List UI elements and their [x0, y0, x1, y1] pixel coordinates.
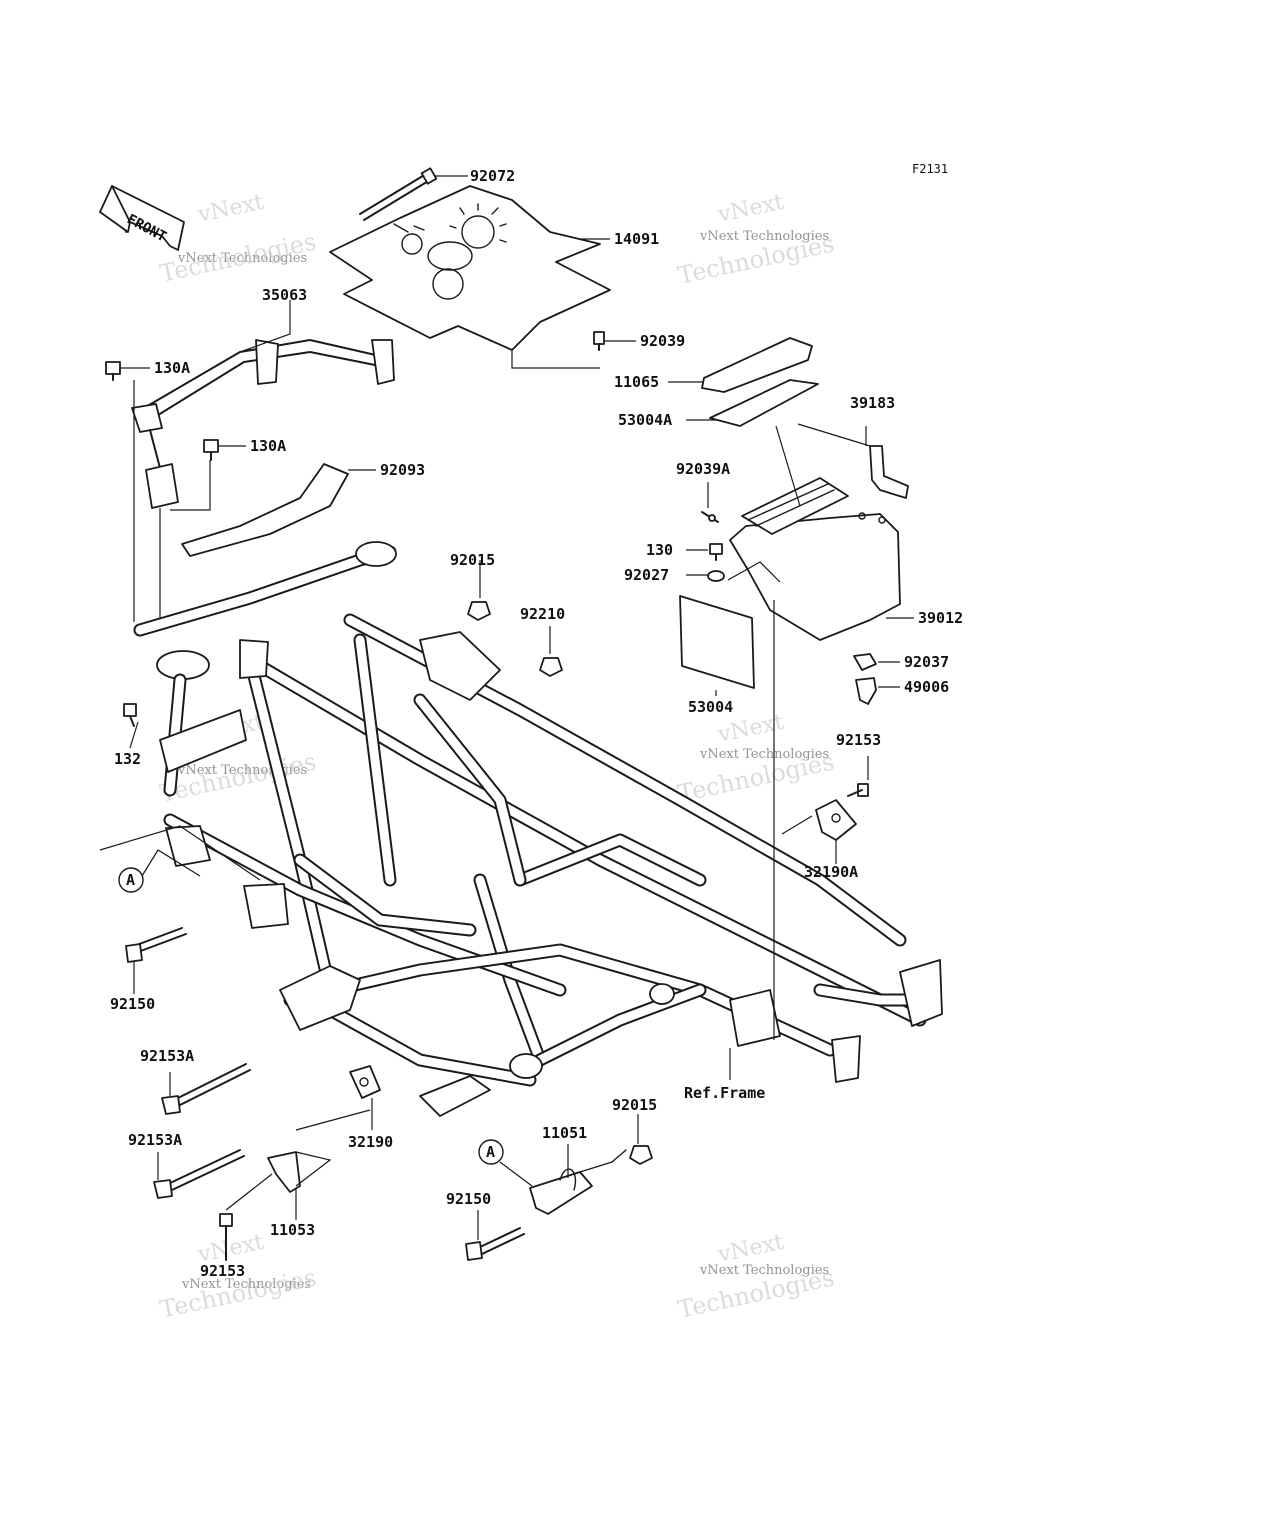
svg-text:vNext Technologies: vNext Technologies: [181, 1277, 311, 1292]
nut-92015-1: [467, 578, 491, 621]
pad-92093: [181, 463, 349, 557]
clip-92037: [853, 653, 877, 671]
bolt-130: [709, 543, 723, 561]
callout-92072: 92072: [470, 167, 515, 185]
callout-ref-frame: Ref.Frame: [684, 1084, 765, 1102]
plate-32190: [349, 1065, 381, 1099]
sheet-53004A: [709, 379, 819, 427]
leader-lines: [99, 175, 914, 1258]
callout-A-1: A: [126, 871, 135, 889]
callout-14091: 14091: [614, 230, 659, 248]
callout-53004A: 53004A: [618, 411, 672, 429]
bolt-92153A-1: [161, 1063, 251, 1115]
figure-code: F2131: [912, 162, 948, 176]
callout-11065: 11065: [614, 373, 659, 391]
callout-92093: 92093: [380, 461, 425, 479]
callout-92153A-2: 92153A: [128, 1131, 182, 1149]
sheet-53004: [679, 595, 755, 689]
callout-130: 130: [646, 541, 673, 559]
callout-92150-1: 92150: [110, 995, 155, 1013]
callout-39183: 39183: [850, 394, 895, 412]
cap-49006: [855, 677, 877, 705]
bolt-130A-1: [105, 361, 121, 381]
reference-marker-a-1: [118, 867, 144, 893]
bolt-92153A-2: [153, 1149, 245, 1199]
callout-92015-1: 92015: [450, 551, 495, 569]
nut-92210: [539, 626, 563, 677]
bracket-39183: [869, 445, 909, 499]
pad-11065: [701, 337, 813, 393]
bolt-92153-1: [847, 783, 869, 797]
callout-130A-2: 130A: [250, 437, 286, 455]
bolt-92150-2: [465, 1227, 525, 1261]
svg-text:vNext: vNext: [195, 190, 266, 228]
bolt-92039A: [701, 511, 719, 523]
washer-92027: [707, 570, 725, 582]
callout-92027: 92027: [624, 566, 669, 584]
callout-39012: 39012: [918, 609, 963, 627]
watermark-bottom-right: vNext vNext Technologies Technologies: [675, 1230, 836, 1324]
nut-92015-2: [629, 1145, 653, 1165]
callout-92210: 92210: [520, 605, 565, 623]
front-arrow-icon: FRONT: [99, 185, 185, 251]
callout-53004: 53004: [688, 698, 733, 716]
callout-132: 132: [114, 750, 141, 768]
callout-92150-2: 92150: [446, 1190, 491, 1208]
bolt-92150-1: [125, 927, 187, 963]
callout-11053: 11053: [270, 1221, 315, 1239]
bolt-92039: [593, 331, 605, 351]
watermark-mid-right: vNext vNext Technologies Technologies: [675, 710, 836, 808]
svg-text:vNext Technologies: vNext Technologies: [699, 229, 829, 244]
bracket-lower-130A: [133, 380, 179, 622]
bracket-35063: [131, 339, 395, 469]
frame-assembly: [133, 541, 943, 1117]
reference-marker-a-2: [478, 1139, 504, 1165]
callout-92153-2: 92153: [200, 1262, 245, 1280]
svg-text:vNext Technologies: vNext Technologies: [699, 747, 829, 762]
callout-92153A-1: 92153A: [140, 1047, 194, 1065]
callout-92015-2: 92015: [612, 1096, 657, 1114]
skid-plate-14091: [329, 185, 611, 351]
svg-text:vNext Technologies: vNext Technologies: [699, 1263, 829, 1278]
callout-92037: 92037: [904, 653, 949, 671]
bracket-11053: [267, 1151, 301, 1193]
svg-text:vNext: vNext: [715, 190, 786, 228]
bolt-132: [123, 703, 137, 727]
bolt-92072: [359, 167, 438, 221]
callout-32190A: 32190A: [804, 863, 858, 881]
bolt-130A-2: [203, 439, 219, 461]
callout-32190: 32190: [348, 1133, 393, 1151]
bracket-11051: [529, 1149, 627, 1215]
callout-A-2: A: [486, 1143, 495, 1161]
callout-92039: 92039: [640, 332, 685, 350]
watermark-top-right: vNext vNext Technologies Technologies: [675, 190, 836, 290]
battery-box-39012: [729, 477, 901, 641]
callout-92153-1: 92153: [836, 731, 881, 749]
callout-11051: 11051: [542, 1124, 587, 1142]
plate-32190A: [815, 799, 857, 841]
watermark-top-left: vNext vNext Technologies Technologies: [157, 190, 318, 288]
callout-130A-1: 130A: [154, 359, 190, 377]
callout-92039A: 92039A: [676, 460, 730, 478]
callout-49006: 49006: [904, 678, 949, 696]
callout-35063: 35063: [262, 286, 307, 304]
svg-text:vNext Technologies: vNext Technologies: [177, 251, 307, 266]
